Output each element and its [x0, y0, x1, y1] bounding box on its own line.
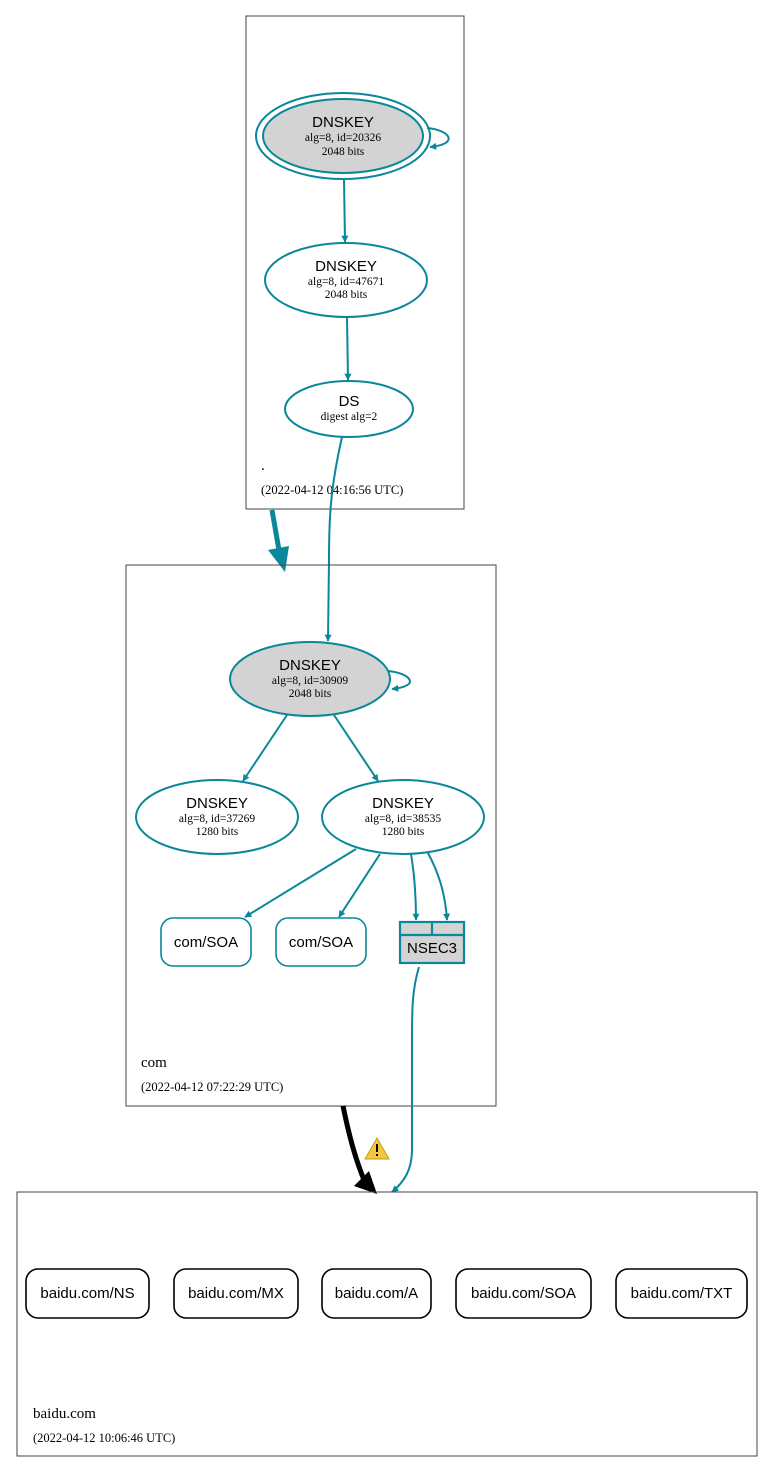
- baidu-record-ns-box: [25, 1268, 150, 1319]
- edge-com-ksk-to-zsk1: [242, 714, 288, 782]
- com-zsk1-ellipse: [135, 779, 299, 855]
- root-ksk-outer-ring: [255, 92, 431, 180]
- edge-nsec3-to-baidu-zone: [391, 966, 420, 1193]
- edge-com-zsk2-to-nsec3-a: [410, 853, 420, 921]
- com-ksk-node[interactable]: DNSKEY alg=8, id=30909 2048 bits: [229, 641, 391, 717]
- edge-com-zsk2-to-soa1: [244, 848, 357, 918]
- com-soa2-label: com/SOA: [289, 934, 353, 951]
- baidu-record-soa[interactable]: baidu.com/SOA: [455, 1268, 592, 1319]
- baidu-record-soa-box: [455, 1268, 592, 1319]
- root-ds-ellipse: [284, 380, 414, 438]
- delegation-com-to-baidu: [340, 1105, 367, 1181]
- baidu-record-ns-label: baidu.com/NS: [40, 1285, 134, 1302]
- com-ksk-line2: 2048 bits: [289, 688, 332, 700]
- root-zsk-ellipse: [264, 242, 428, 318]
- baidu-record-soa-label: baidu.com/SOA: [471, 1285, 576, 1302]
- baidu-record-txt[interactable]: baidu.com/TXT: [615, 1268, 748, 1319]
- com-zsk1-line2: 1280 bits: [196, 826, 239, 838]
- edge-root-zsk-to-ds: [344, 316, 352, 381]
- baidu-record-mx[interactable]: baidu.com/MX: [173, 1268, 299, 1319]
- zone-baidu: baidu.com (2022-04-12 10:06:46 UTC): [16, 1191, 758, 1457]
- com-ksk-ellipse: [229, 641, 391, 717]
- com-zsk1-node[interactable]: DNSKEY alg=8, id=37269 1280 bits: [135, 779, 299, 855]
- root-ksk-node[interactable]: DNSKEY alg=8, id=20326 2048 bits: [255, 92, 431, 180]
- com-zsk2-line1: alg=8, id=38535: [365, 813, 441, 825]
- com-zsk2-ellipse: [321, 779, 485, 855]
- com-zsk1-line1: alg=8, id=37269: [179, 813, 255, 825]
- com-zsk2-title: DNSKEY: [372, 795, 434, 812]
- edge-root-ksk-to-zsk: [341, 178, 349, 243]
- com-soa1-box: [160, 917, 252, 967]
- zone-root-box: [245, 15, 465, 510]
- baidu-record-mx-label: baidu.com/MX: [188, 1285, 284, 1302]
- root-zsk-line1: alg=8, id=47671: [308, 276, 384, 288]
- zone-com-name: com: [141, 1055, 167, 1071]
- root-zsk-line2: 2048 bits: [325, 289, 368, 301]
- edge-com-zsk2-to-soa2: [338, 853, 381, 918]
- com-nsec3-label: NSEC3: [407, 940, 457, 957]
- com-zsk1-title: DNSKEY: [186, 795, 248, 812]
- baidu-record-a-label: baidu.com/A: [335, 1285, 418, 1302]
- edge-com-ksk-to-zsk2: [333, 714, 379, 782]
- zone-root-name: .: [261, 458, 265, 474]
- warning-icon-bar: [376, 1144, 378, 1152]
- baidu-record-txt-label: baidu.com/TXT: [631, 1285, 733, 1302]
- root-ds-title: DS: [339, 393, 360, 410]
- baidu-record-ns[interactable]: baidu.com/NS: [25, 1268, 150, 1319]
- zone-com-box: [125, 564, 497, 1107]
- com-soa1-node[interactable]: com/SOA: [160, 917, 252, 967]
- root-ds-node[interactable]: DS digest alg=2: [284, 380, 414, 438]
- com-soa2-box: [275, 917, 367, 967]
- edge-com-zsk2-to-nsec3-b: [427, 852, 451, 921]
- root-ksk-title: DNSKEY: [312, 114, 374, 131]
- com-nsec3-node[interactable]: NSEC3: [398, 920, 466, 965]
- edge-root-ds-to-com-ksk: [324, 436, 343, 642]
- zone-baidu-box: [16, 1191, 758, 1457]
- baidu-record-a-box: [321, 1268, 432, 1319]
- baidu-record-mx-box: [173, 1268, 299, 1319]
- warning-icon[interactable]: [364, 1136, 390, 1160]
- com-zsk2-line2: 1280 bits: [382, 826, 425, 838]
- root-ksk-line1: alg=8, id=20326: [305, 132, 381, 144]
- root-zsk-node[interactable]: DNSKEY alg=8, id=47671 2048 bits: [264, 242, 428, 318]
- baidu-record-txt-box: [615, 1268, 748, 1319]
- root-ksk-self-loop: [426, 127, 450, 150]
- root-ksk-ellipse: [262, 98, 424, 174]
- baidu-record-a[interactable]: baidu.com/A: [321, 1268, 432, 1319]
- zone-com-timestamp: (2022-04-12 07:22:29 UTC): [141, 1080, 283, 1094]
- warning-icon-dot: [376, 1154, 378, 1156]
- com-ksk-title: DNSKEY: [279, 657, 341, 674]
- com-soa1-label: com/SOA: [174, 934, 238, 951]
- zone-baidu-name: baidu.com: [33, 1406, 96, 1422]
- com-ksk-self-loop: [387, 670, 411, 692]
- root-ds-line1: digest alg=2: [321, 411, 378, 423]
- delegation-root-to-com-arrowhead: [268, 546, 289, 572]
- com-ksk-line1: alg=8, id=30909: [272, 675, 348, 687]
- com-soa2-node[interactable]: com/SOA: [275, 917, 367, 967]
- delegation-com-to-baidu-arrowhead: [354, 1171, 377, 1194]
- com-zsk2-node[interactable]: DNSKEY alg=8, id=38535 1280 bits: [321, 779, 485, 855]
- zone-com: com (2022-04-12 07:22:29 UTC): [125, 564, 497, 1107]
- root-zsk-title: DNSKEY: [315, 258, 377, 275]
- root-ksk-line2: 2048 bits: [322, 146, 365, 158]
- zone-baidu-timestamp: (2022-04-12 10:06:46 UTC): [33, 1431, 175, 1445]
